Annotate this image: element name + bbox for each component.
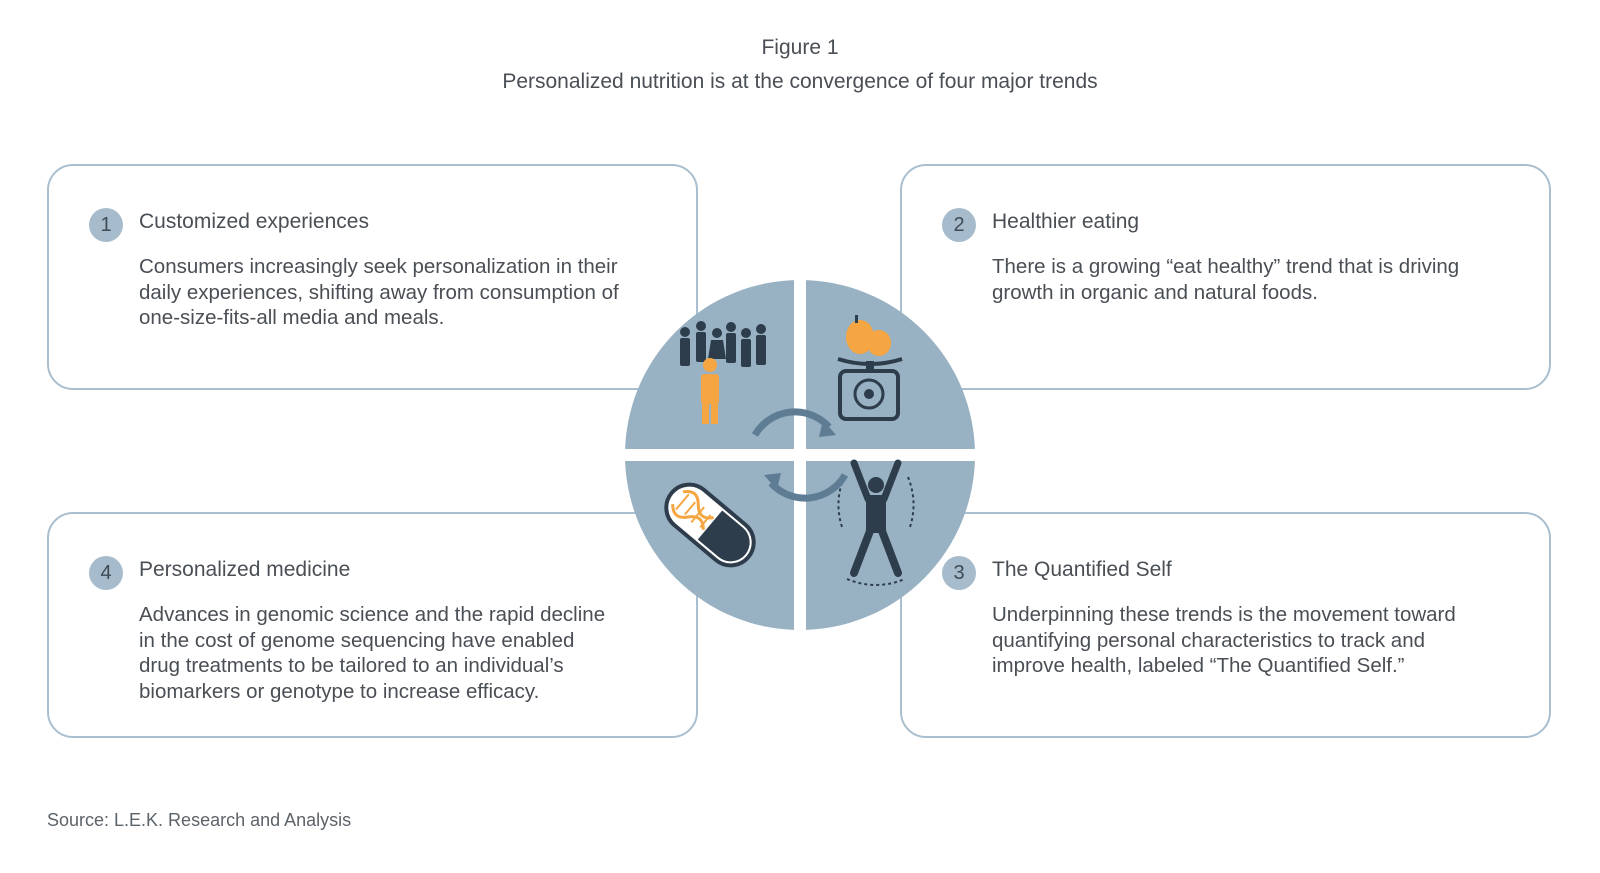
trend-number-badge: 3	[942, 556, 976, 590]
trend-card-personalized-medicine: 4 Personalized medicine Advances in geno…	[47, 512, 698, 738]
trend-card-customized-experiences: 1 Customized experiences Consumers incre…	[47, 164, 698, 390]
trend-card-healthier-eating: 2 Healthier eating There is a growing “e…	[900, 164, 1551, 390]
quadrant-circle	[622, 277, 978, 633]
trend-description: Underpinning these trends is the movemen…	[992, 603, 1456, 677]
figure-label: Figure 1	[761, 36, 839, 59]
figure-title: Personalized nutrition is at the converg…	[502, 70, 1098, 93]
cycle-arrows-icon	[751, 408, 849, 502]
trend-title: Personalized medicine	[139, 558, 351, 581]
trend-number-badge: 1	[89, 208, 123, 242]
trend-title: Customized experiences	[139, 210, 369, 233]
trend-number-badge: 2	[942, 208, 976, 242]
trend-title: The Quantified Self	[992, 558, 1172, 581]
source-note: Source: L.E.K. Research and Analysis	[47, 810, 352, 830]
trend-description: There is a growing “eat healthy” trend t…	[992, 255, 1460, 304]
trend-title: Healthier eating	[992, 210, 1140, 233]
dna-capsule-icon	[664, 482, 756, 568]
crowd-individual-icon	[680, 321, 766, 424]
trend-description: Consumers increasingly seek personalizat…	[139, 255, 619, 329]
fitness-person-icon	[837, 459, 915, 586]
trend-description: Advances in genomic science and the rapi…	[139, 603, 606, 703]
trend-card-quantified-self: 3 The Quantified Self Underpinning these…	[900, 512, 1551, 738]
convergence-diagram	[622, 277, 978, 633]
food-scale-icon	[837, 315, 903, 421]
trend-number-badge: 4	[89, 556, 123, 590]
